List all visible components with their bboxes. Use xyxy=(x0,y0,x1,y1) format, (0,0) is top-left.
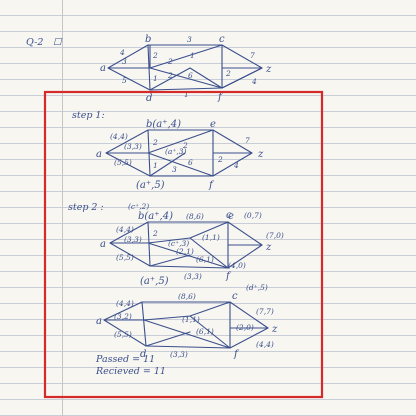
received-text: Recieved = 11 xyxy=(95,366,166,377)
graph-step1-label: 3 xyxy=(172,165,177,174)
graph-step1-label: 7 xyxy=(245,136,250,145)
graph-step3-node-d: d xyxy=(140,349,146,360)
graph-step1: a b(a⁺,4) e z (a⁺,5) f (4,4) (3,3) (5,5)… xyxy=(96,119,264,191)
graph-step3-label: (7,7) xyxy=(256,307,274,316)
graph-step3-node-z: z xyxy=(271,324,278,335)
graph-step1-label: (3,3) xyxy=(124,142,142,151)
graph-step3-node-a: a xyxy=(96,316,102,327)
graph-step2-node-z: z xyxy=(265,242,272,253)
question-checkbox-icon: ☐ xyxy=(53,37,63,48)
graph-step1-label: (a⁺,3) xyxy=(165,147,187,156)
graph-top-label: 2 xyxy=(167,71,173,80)
graph-top: a b c d f z 4 3 5 2 1 2 2 6 3 7 2 4 1 1 xyxy=(100,34,272,104)
graph-step2-node-d: (a⁺,5) xyxy=(140,276,169,287)
graph-step2-node-f: f xyxy=(225,271,232,282)
graph-step1-label: 2 xyxy=(152,138,158,147)
graph-step3-node-c: c xyxy=(232,291,238,302)
graph-step3-label: (2,0) xyxy=(236,323,254,332)
graph-step2-label: (6,1) xyxy=(196,255,214,264)
graph-step3-label: (3,2) xyxy=(114,312,132,321)
graph-top-label: 2 xyxy=(225,69,231,78)
graph-step1-node-a: a xyxy=(96,149,102,160)
graph-step2-label: (7,0) xyxy=(266,231,284,240)
graph-step1-label: 2 xyxy=(182,141,188,150)
graph-step2-node-e: e xyxy=(228,211,234,222)
graph-step3-node-f: f xyxy=(233,349,240,360)
graph-top-node-z: z xyxy=(265,64,272,75)
graph-step2-label: (0,7) xyxy=(244,211,262,220)
graph-top-label: 3 xyxy=(122,57,127,66)
graph-step1-node-e: e xyxy=(210,119,216,130)
graph-step1-label: 4 xyxy=(233,161,239,170)
graph-step2-label: (4,4) xyxy=(116,225,134,234)
graph-step2-node-b: b(a⁺,4) xyxy=(138,211,173,222)
graph-step2-label: (3,3) xyxy=(124,235,142,244)
graph-top-node-a: a xyxy=(100,63,106,74)
graph-step1-node-z: z xyxy=(257,149,264,160)
graph-top-label: 1 xyxy=(153,74,158,83)
graph-top-label: 2 xyxy=(167,57,173,66)
graph-top-label: 4 xyxy=(251,77,257,86)
graph-step3-label: (6,1) xyxy=(196,327,214,336)
graph-step3-label: (4,4) xyxy=(116,299,134,308)
graph-step2-label: (c⁺,3) xyxy=(168,239,189,248)
graph-step3: a c z d f (4,4) (3,2) (5,5) (8,6) (1,1) … xyxy=(96,291,278,360)
graph-top-node-d: d xyxy=(146,93,152,104)
graph-top-node-f: f xyxy=(217,92,224,103)
graph-step3-label: (8,6) xyxy=(178,292,196,301)
graph-step2-label: (5,5) xyxy=(116,253,134,262)
step2-label: step 2 : xyxy=(68,202,104,213)
graph-step1-label: 1 xyxy=(153,161,158,170)
graph-step2-label: (8,6) xyxy=(186,212,204,221)
margin-line xyxy=(62,0,63,416)
graph-top-label: 2 xyxy=(152,51,158,60)
graph-top-label: 5 xyxy=(122,76,127,85)
graph-step3-label: (3,3) xyxy=(170,350,188,359)
graph-top-label: 1 xyxy=(184,90,189,99)
step2-extra: (c⁺,2) xyxy=(128,202,149,211)
graph-step2-label: (3,3) xyxy=(184,272,202,281)
graph-top-label: 1 xyxy=(190,51,195,60)
graph-step2-label: (4,0) xyxy=(228,261,246,270)
graph-top-label: 6 xyxy=(188,71,193,80)
graph-top-label: 7 xyxy=(250,51,255,60)
graph-step1-node-d: (a⁺,5) xyxy=(136,180,165,191)
graph-step3-label: (5,5) xyxy=(114,330,132,339)
graph-step2-node-c: c xyxy=(226,210,232,221)
graph-step3-label: (1,1) xyxy=(182,315,200,324)
passed-text: Passed = 11 xyxy=(95,354,155,365)
graph-top-node-b: b xyxy=(145,34,151,45)
graph-step2-label: (1,1) xyxy=(202,233,220,242)
graph-step3-label: (4,4) xyxy=(256,340,274,349)
graph-step1-node-b: b(a⁺,4) xyxy=(146,119,181,130)
graph-top-label: 3 xyxy=(187,35,192,44)
graph-step1-label: (4,4) xyxy=(110,132,128,141)
graph-step2-label: (d⁺,5) xyxy=(246,283,268,292)
graph-step1-label: 6 xyxy=(188,158,193,167)
graph-step2-label: 2 xyxy=(152,229,158,238)
graph-step2-label: (2,1) xyxy=(176,247,194,256)
graph-step2: a b(a⁺,4) e z (a⁺,5) f c (4,4) (3,3) (5,… xyxy=(100,210,284,292)
highlight-box xyxy=(43,90,324,399)
graph-step1-label: 2 xyxy=(217,155,223,164)
graph-top-node-c: c xyxy=(219,34,225,45)
graph-step1-node-f: f xyxy=(208,180,215,191)
graph-top-label: 4 xyxy=(119,48,125,57)
question-label: Q-2 xyxy=(26,37,43,48)
graph-step2-node-a: a xyxy=(100,239,106,250)
graph-step1-label: (5,5) xyxy=(114,158,132,167)
step1-label: step 1: xyxy=(72,110,105,121)
